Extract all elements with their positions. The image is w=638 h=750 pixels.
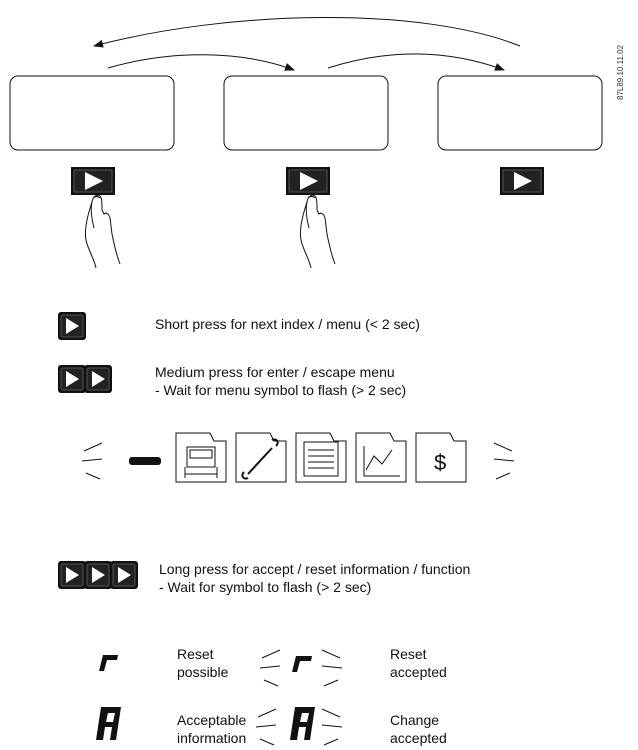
long-press-button-icon — [57, 560, 139, 590]
finger-1 — [84, 194, 121, 269]
acceptable-information-line1: Acceptable — [177, 712, 247, 728]
medium-press-text-1: Medium press for enter / escape menu — [155, 364, 395, 380]
next-button-2 — [285, 166, 331, 196]
reset-possible-line1: Reset — [177, 646, 214, 662]
document-id: 87L89.10.11.02 — [616, 44, 625, 100]
flash-left-reset-icon — [259, 649, 281, 687]
acceptable-glyph-icon — [96, 707, 121, 740]
reset-accepted-line2: accepted — [390, 664, 447, 680]
flash-left-icon — [81, 442, 103, 480]
medium-press-text-2: - Wait for menu symbol to flash (> 2 sec… — [155, 382, 407, 398]
dash-icon — [129, 457, 161, 465]
next-arrow-2 — [327, 53, 505, 71]
long-press-text-1: Long press for accept / reset informatio… — [159, 561, 471, 577]
reset-glyph-icon — [99, 655, 118, 671]
medium-press-button-icon — [57, 364, 113, 394]
wrap-arrow — [93, 16, 521, 48]
display-screen-3 — [437, 75, 603, 151]
next-button-3 — [499, 166, 545, 196]
wrench-icon — [235, 432, 287, 483]
dollar-icon: $ — [415, 432, 467, 483]
svg-text:$: $ — [434, 450, 446, 475]
flash-right-reset-icon — [321, 649, 343, 687]
reset-accepted-glyph-icon — [292, 656, 312, 672]
flash-left-accept-icon — [255, 708, 277, 746]
chart-icon — [355, 432, 407, 483]
equipment-icon — [175, 432, 227, 483]
next-arrow-1 — [107, 54, 295, 71]
change-accepted-line2: accepted — [390, 730, 447, 746]
display-screen-2 — [223, 75, 389, 151]
acceptable-information-line2: information — [177, 730, 247, 746]
change-accepted-line1: Change — [390, 712, 440, 728]
next-button-1 — [70, 166, 116, 196]
change-accepted-glyph-icon — [290, 707, 315, 740]
display-screen-1 — [9, 75, 175, 151]
short-press-button-icon — [57, 311, 87, 341]
flash-right-icon — [493, 442, 515, 480]
finger-2 — [299, 194, 336, 269]
flash-right-accept-icon — [321, 708, 343, 746]
reset-accepted-line1: Reset — [390, 646, 427, 662]
reset-possible-line2: possible — [177, 664, 229, 680]
long-press-text-2: - Wait for symbol to flash (> 2 sec) — [159, 579, 372, 595]
short-press-text: Short press for next index / menu (< 2 s… — [155, 316, 420, 332]
document-icon — [295, 432, 347, 483]
